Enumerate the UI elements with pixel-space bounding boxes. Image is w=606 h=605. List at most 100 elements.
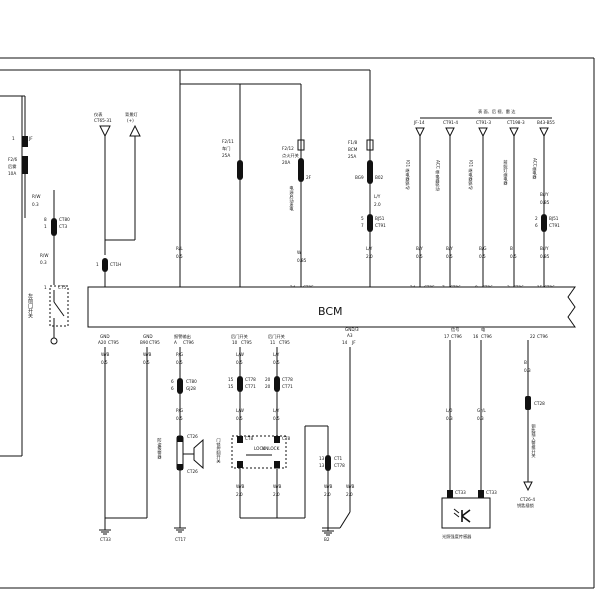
light-sensor-circuit: 信号 17 CT96 电 16 CT96 L/0 0.3 Gr/L 0.3 CT… [441,326,497,540]
bottom-k-pin-label: 22 [530,334,536,339]
bottom-d1-conn-top-label: 15 [228,377,234,382]
col-d-fuse-amp-label: 25A [348,154,356,159]
fuse-f1-8 [367,160,373,184]
right-top-c1-w-label: B/Y [416,246,423,251]
bottom-d2-conn-top-label: 20 [265,377,271,382]
bottom-s-pin2-label: 16 [473,334,479,339]
anti-theft-horn-circuit: 报警输出 A CT96 P/G 0.5 6 CT80 6 GJ28 P/G 0.… [157,333,204,542]
left-sw-conn-ct-label: CT80 [59,217,70,222]
bottom-g1-pin-label: A20 [98,340,107,345]
col-d-ws-label: 2.0 [374,202,381,207]
left-sw-w1s-label: 0.3 [32,202,39,207]
door-fuse-circuit: F2/11 车门 25A A1 B [180,83,243,302]
bottom-d2-conn-ct-label: CT78 [282,377,293,382]
bottom-gnd1-label: CT33 [100,537,111,542]
bottom-s-pin1-label: 17 [444,334,450,339]
bottom-k-ct2-label: CT28 [534,401,545,406]
connector-ct80 [51,218,57,236]
bottom-d2-pin-label: 11 [270,340,276,345]
bottom-h-pn-label: 报警输出 [174,333,191,340]
bottom-g3-pn2-label: A3 [347,333,353,338]
right-top-c4-w-label: B [510,246,513,251]
bottom-g3-conn-ct-label: CT1 [334,456,342,461]
col-b-fuse-amp-label: 25A [222,153,230,158]
col-a-label-top-label: 仪表 [94,111,103,118]
left-sw-w2-label: R/W [40,253,48,258]
relay-driver-circuits: 表 面、后 视、雷 达 JF-14 IG1 继电器驱动 B/Y 0.5 24 C… [405,108,561,298]
col-c-fuse-amp-label: 20A [282,160,290,165]
bcm-ground-circuits: GND A20 CT95 W/B 0.5 GND B90 CT95 W/B 0.… [98,334,160,542]
fuse-f2-11 [237,160,243,180]
bottom-h-name-label: 防盗报警器 [157,437,163,461]
bottom-k-bot2-label: 钥匙插锁 [517,502,535,509]
col-c-ws-label: 0.85 [297,258,307,263]
right-top-c5-w2-label: Br/Y [540,246,549,251]
left-sw-fuse-ct-label: JF [28,136,33,141]
bottom-d2-conn-ct2-label: CT71 [282,384,293,389]
light-sensor-icon [453,508,471,523]
right-top-c2-name-label: ACC 继电器驱动 [435,160,441,192]
instrument-signal-circuit: 仪表 CT65-31 背景灯 (+) 1 CT1H A5 BCTF R/L 0.… [94,70,185,302]
bottom-s-name-label: 光照强度传感器 [442,533,472,540]
right-top-c5-conn-bot-label: 6 [535,223,538,228]
bottom-s-pn1-label: 信号 [451,326,459,333]
right-top-c3-name-label: IG1 继电器驱动 [468,160,474,191]
bottom-h-pin-label: A [174,340,177,345]
bottom-k-bot-label: CT26-4 [520,497,535,502]
key-warning-switch-circuit: 22 CT96 B 0.3 CT28 钥匙插入警报开关 CT26-4 钥匙插锁 [517,334,548,509]
bottom-h-w-label: P/G [176,352,183,357]
left-sw-w1-label: R/W [32,194,40,199]
col-d-conn-ct2-label: CT91 [375,223,386,228]
key-signal-arrow-icon [523,481,533,492]
bottom-g1-ct-label: CT95 [108,340,119,345]
bottom-dl-w1s-label: 2.0 [236,492,243,497]
col-d-fuse-name-label: BCM [348,147,358,152]
bottom-g2-pin-label: B90 [140,340,149,345]
bottom-g2-pn-label: GND [143,334,153,339]
right-top-c3-ws-label: 0.5 [479,254,486,259]
col-d-w-label: L/Y [374,194,381,199]
bottom-dl-name-label: 门锁控制开关 [216,437,222,465]
bottom-dl-lock-label: LOCK [254,446,265,451]
col-d-w2-label: L/Y [366,246,373,251]
bottom-s-ct-b-label: CT33 [486,490,497,495]
bottom-g2-ws-label: 0.5 [143,360,150,365]
col-d-pin-ct2-label: B02 [375,175,384,180]
bottom-d1-pin-label: 10 [232,340,238,345]
bottom-g2-ct-label: CT95 [149,340,160,345]
bottom-h-w2s-label: 0.5 [176,416,183,421]
bottom-h-w2-label: P/G [176,408,183,413]
right-top-c3-w-label: B/G [479,246,487,251]
left-sw-fuse-id-label: F2/6 [8,157,17,162]
col-a-ptr-ct-label: CT1H [110,262,121,267]
col-a-ptr-pin-label: 1 [96,262,99,267]
right-top-c4-name-label: 前照灯继电器 [503,159,509,187]
right-top-c5-ct-label: B43-B55 [537,120,555,125]
bottom-d1-w2-label: L/W [236,408,244,413]
bottom-d2-ct-label: CT95 [279,340,290,345]
col-a-ws-label: 0.5 [176,254,183,259]
fuse-f2-6 [22,136,28,147]
bottom-g2-w-label: W/B [143,352,152,357]
right-top-c4-ws-label: 0.5 [510,254,517,259]
bottom-h-conn-ct-label: CT80 [186,379,197,384]
bottom-d2-w2-label: L/Y [273,408,280,413]
bottom-d1-ct-label: CT95 [241,340,252,345]
col-b-fuse-name-label: 车门 [222,145,230,152]
col-c-label-label: 电源启动发电 [289,185,295,212]
light-sensor [441,497,491,529]
bottom-s-pn2-label: 电 [481,326,486,332]
bcm-module-box [87,286,576,328]
bcm-title: BCM [318,305,343,318]
bottom-dl-w2-label: W/B [273,484,282,489]
right-top-c2-ct-label: CT91-4 [443,120,458,125]
right-top-c2-ws-label: 0.5 [446,254,453,259]
bottom-k-name-label: 钥匙插入警报开关 [531,423,537,459]
bottom-k-ws-label: 0.3 [524,368,531,373]
right-top-c5-name-label: ACC继电器 [532,158,538,181]
bottom-s-ct-a-label: CT33 [455,490,466,495]
bottom-g1-w-label: W/B [101,352,110,357]
door-lock-switch [231,435,287,469]
col-b-fuse-id-label: F2/11 [222,139,234,144]
